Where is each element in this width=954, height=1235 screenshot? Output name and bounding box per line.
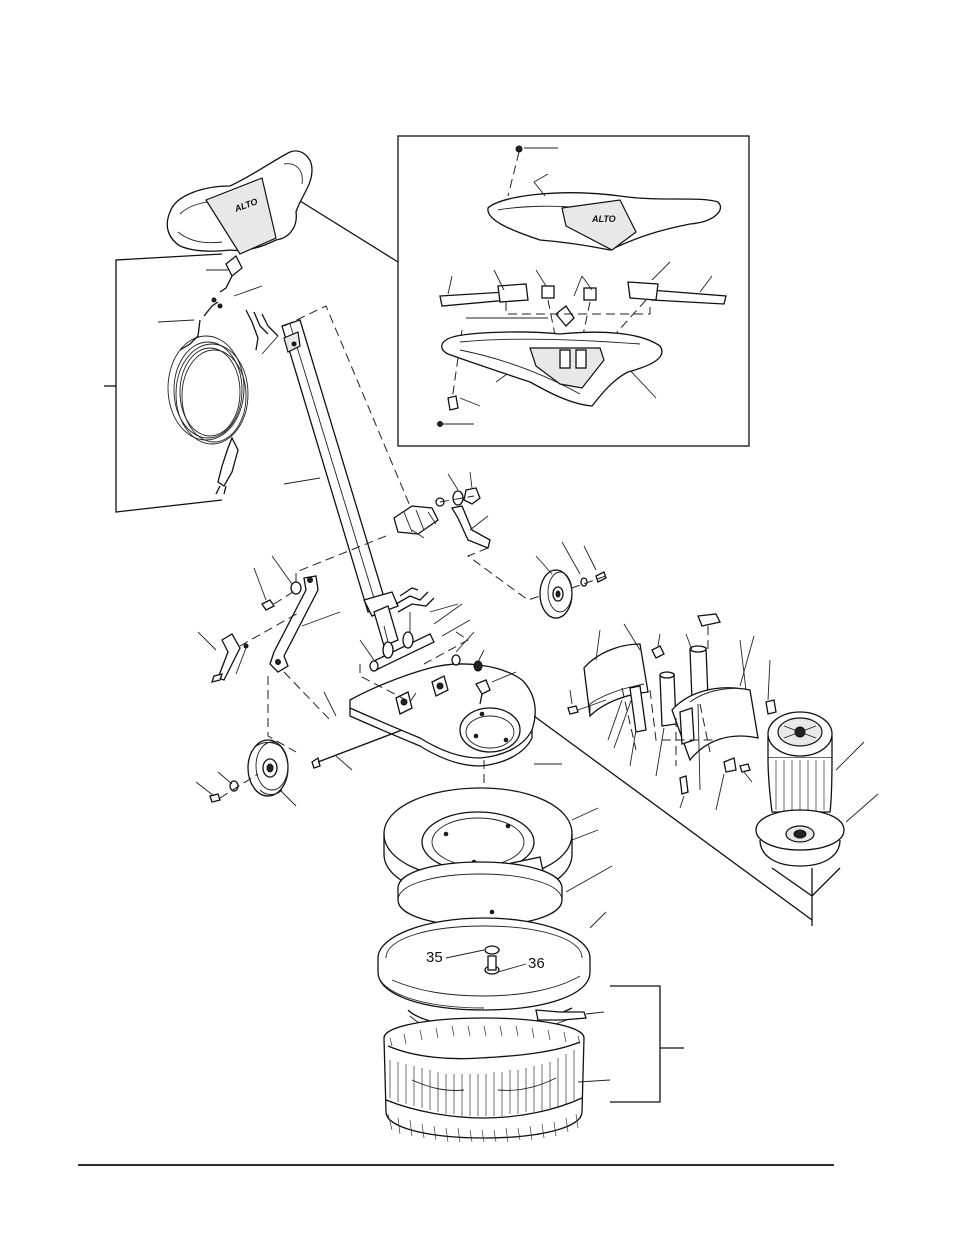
inset-logo: ALTO <box>591 214 616 224</box>
left-wheel <box>196 740 296 806</box>
power-cord <box>158 302 278 494</box>
handle-assembly: ALTO <box>167 151 312 308</box>
inset-screw-top <box>516 146 522 152</box>
drive-plate <box>398 862 562 926</box>
inset-switch-left <box>542 286 554 298</box>
inset-bolt <box>448 396 458 410</box>
pivot-lever <box>452 506 490 548</box>
bumper-clamp <box>536 1010 586 1020</box>
cord-group-bracket <box>104 254 222 512</box>
shroud-label <box>698 614 720 626</box>
inset-switch-right <box>584 288 596 300</box>
base-plate-hole <box>460 708 520 752</box>
capacitor-2 <box>660 674 676 726</box>
handle-tube-body <box>282 320 386 612</box>
axle-bolt <box>312 730 402 770</box>
brush-group-bracket <box>610 986 660 1102</box>
callout-36: 36 <box>528 955 545 972</box>
cord-strain-relief <box>226 256 242 276</box>
motor-shroud-assembly <box>568 614 776 810</box>
shroud-screw <box>568 706 578 714</box>
right-wheel-washer <box>581 578 587 586</box>
pad-driver-stack: 35 36 <box>378 760 684 1142</box>
washer-35 <box>485 946 499 954</box>
handle-tube <box>282 306 410 646</box>
callout-35: 35 <box>426 949 443 966</box>
handle-tube-lower <box>374 606 398 646</box>
left-wheel-bolt <box>210 794 220 802</box>
linkage-bolt <box>262 600 274 610</box>
inset-right-lever <box>650 290 726 304</box>
cord-plug <box>218 438 238 486</box>
pivot-bracket <box>394 472 546 600</box>
right-wheel <box>536 542 606 618</box>
inset-left-lever <box>440 292 508 306</box>
handle-detail-inset: ALTO <box>398 136 749 446</box>
inset-nut <box>438 422 443 427</box>
left-linkage <box>198 556 340 752</box>
